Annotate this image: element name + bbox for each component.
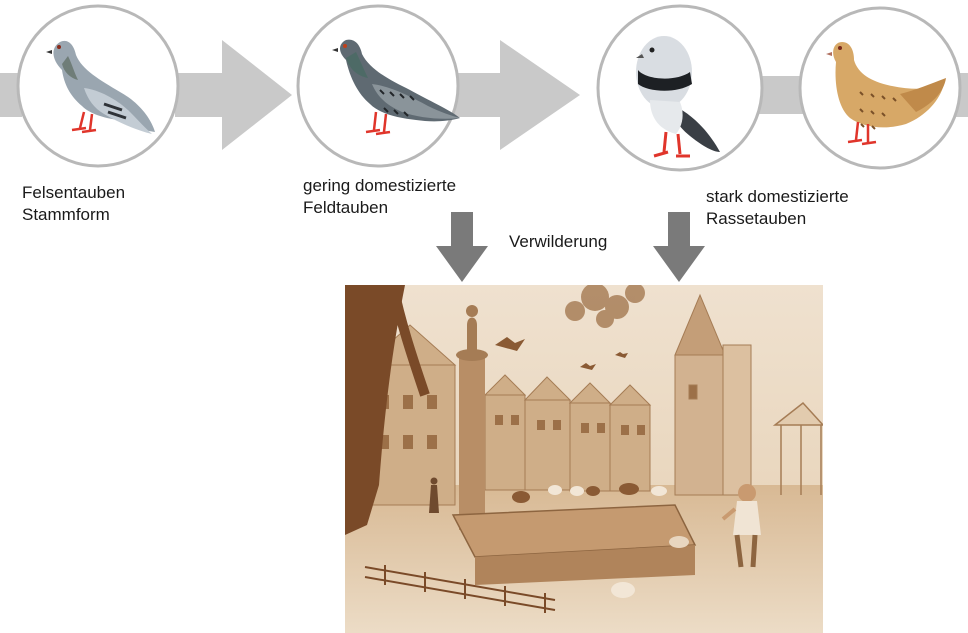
town-square-illustration <box>345 285 823 633</box>
down-arrow-left <box>436 212 488 282</box>
feral-label: Verwilderung <box>509 231 607 253</box>
stage-label-line: Felsentauben <box>22 182 125 204</box>
stage-label-line: stark domestizierte <box>706 186 849 208</box>
stage-label-line: Stammform <box>22 204 125 226</box>
stage-label-rock-pigeon: Felsentauben Stammform <box>22 182 125 226</box>
flow-arrow <box>175 40 292 150</box>
stage-label-feral-pigeon: gering domestizierte Feldtauben <box>303 175 456 219</box>
down-arrow-right <box>653 212 705 282</box>
stage-label-line: Rassetauben <box>706 208 849 230</box>
flow-arrow <box>450 40 580 150</box>
stage-label-line: Feldtauben <box>303 197 456 219</box>
stage-label-line: gering domestizierte <box>303 175 456 197</box>
stage-label-breed-pigeon: stark domestizierte Rassetauben <box>706 186 849 230</box>
